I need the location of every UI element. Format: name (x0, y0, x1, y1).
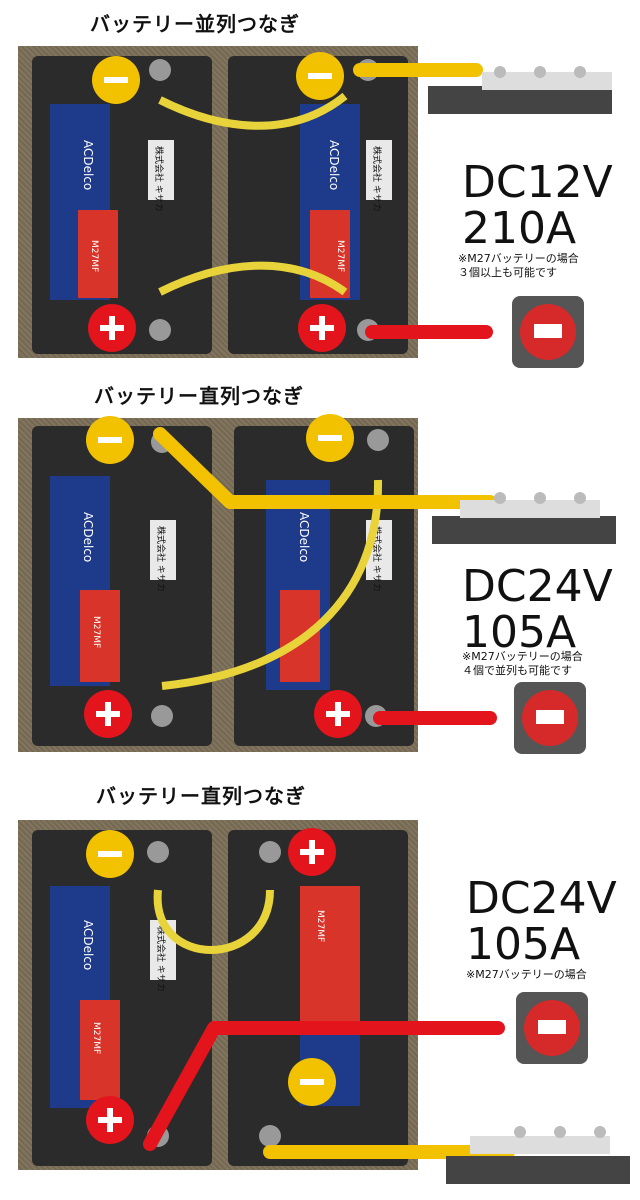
minus-badge (296, 52, 344, 100)
current-text: 210A (462, 203, 577, 254)
minus-badge (288, 1058, 336, 1106)
plus-badge (86, 1096, 134, 1144)
maker-label: 株式会社 キサカ (153, 146, 165, 212)
voltage-text: DC24V (466, 873, 617, 924)
panel-series-1: バッテリー直列つなぎ ACDelco M27MF 株式会社 キサカ ACDelc… (0, 380, 640, 770)
svg-text:株式会社 キサカ: 株式会社 キサカ (155, 526, 167, 592)
minus-badge (306, 414, 354, 462)
note-line-2: ３個以上も可能です (458, 266, 557, 279)
model-label: M27MF (89, 240, 99, 272)
svg-text:ACDelco: ACDelco (81, 512, 95, 562)
series-cable (153, 889, 274, 954)
plus-badge (88, 304, 136, 352)
svg-text:M27MF: M27MF (91, 616, 101, 648)
brand-label: ACDelco (81, 140, 95, 190)
minus-badge (92, 56, 140, 104)
cable-positive-link (158, 261, 348, 296)
note-line-1: ※M27バッテリーの場合 (462, 650, 583, 663)
plus-badge (298, 304, 346, 352)
battery-right: M27MF (228, 830, 408, 1166)
series-diagram-1: ACDelco M27MF 株式会社 キサカ ACDelco 株式会社 キサカ (32, 414, 616, 754)
svg-text:株式会社 キサカ: 株式会社 キサカ (371, 146, 383, 212)
negative-wire (153, 427, 497, 509)
svg-text:株式会社 キサカ: 株式会社 キサカ (155, 926, 167, 992)
battery-left: ACDelco M27MF 株式会社 キサカ (32, 56, 212, 354)
terminal-negative (149, 59, 171, 81)
battery-switch (514, 682, 586, 754)
bus-bar (432, 492, 616, 544)
positive-wire (143, 1021, 505, 1151)
terminal-positive (149, 319, 171, 341)
svg-text:ACDelco: ACDelco (297, 512, 311, 562)
svg-text:M27MF: M27MF (315, 910, 325, 942)
current-text: 105A (466, 919, 581, 970)
svg-text:M27MF: M27MF (335, 240, 345, 272)
minus-badge (86, 416, 134, 464)
voltage-text: DC12V (462, 157, 613, 208)
battery-left: ACDelco M27MF 株式会社 キサカ (32, 426, 212, 746)
svg-text:ACDelco: ACDelco (81, 920, 95, 970)
note-line-1: ※M27バッテリーの場合 (458, 252, 579, 265)
series-diagram-2: ACDelco M27MF 株式会社 キサカ M27MF (32, 828, 630, 1184)
minus-badge (86, 830, 134, 878)
svg-text:ACDelco: ACDelco (327, 140, 341, 190)
plus-badge (288, 828, 336, 876)
note-line-1: ※M27バッテリーの場合 (466, 968, 587, 981)
battery-switch (512, 296, 584, 368)
battery-right: ACDelco M27MF 株式会社 キサカ (228, 56, 408, 354)
note-line-2: ４個で並列も可能です (462, 664, 572, 677)
panel-title: バッテリー直列つなぎ (96, 784, 306, 808)
voltage-text: DC24V (462, 561, 613, 612)
current-text: 105A (462, 607, 577, 658)
parallel-diagram: ACDelco M27MF 株式会社 キサカ ACDelco M27MF 株式会… (32, 52, 612, 368)
plus-badge (84, 690, 132, 738)
panel-parallel: バッテリー並列つなぎ ACDelco M27MF 株式会社 キサカ ACDelc… (0, 0, 640, 380)
panel-series-2: バッテリー直列つなぎ ACDelco M27MF 株式会社 キサカ M27MF (0, 770, 640, 1200)
series-cable (161, 479, 383, 690)
bus-bar (428, 66, 612, 114)
bus-bar (446, 1126, 630, 1184)
cable-negative-link (158, 92, 348, 130)
panel-title: バッテリー直列つなぎ (94, 384, 304, 408)
battery-switch (516, 992, 588, 1064)
plus-badge (314, 690, 362, 738)
svg-text:M27MF: M27MF (91, 1022, 101, 1054)
panel-title: バッテリー並列つなぎ (90, 12, 300, 36)
battery-left: ACDelco M27MF 株式会社 キサカ (32, 830, 212, 1166)
